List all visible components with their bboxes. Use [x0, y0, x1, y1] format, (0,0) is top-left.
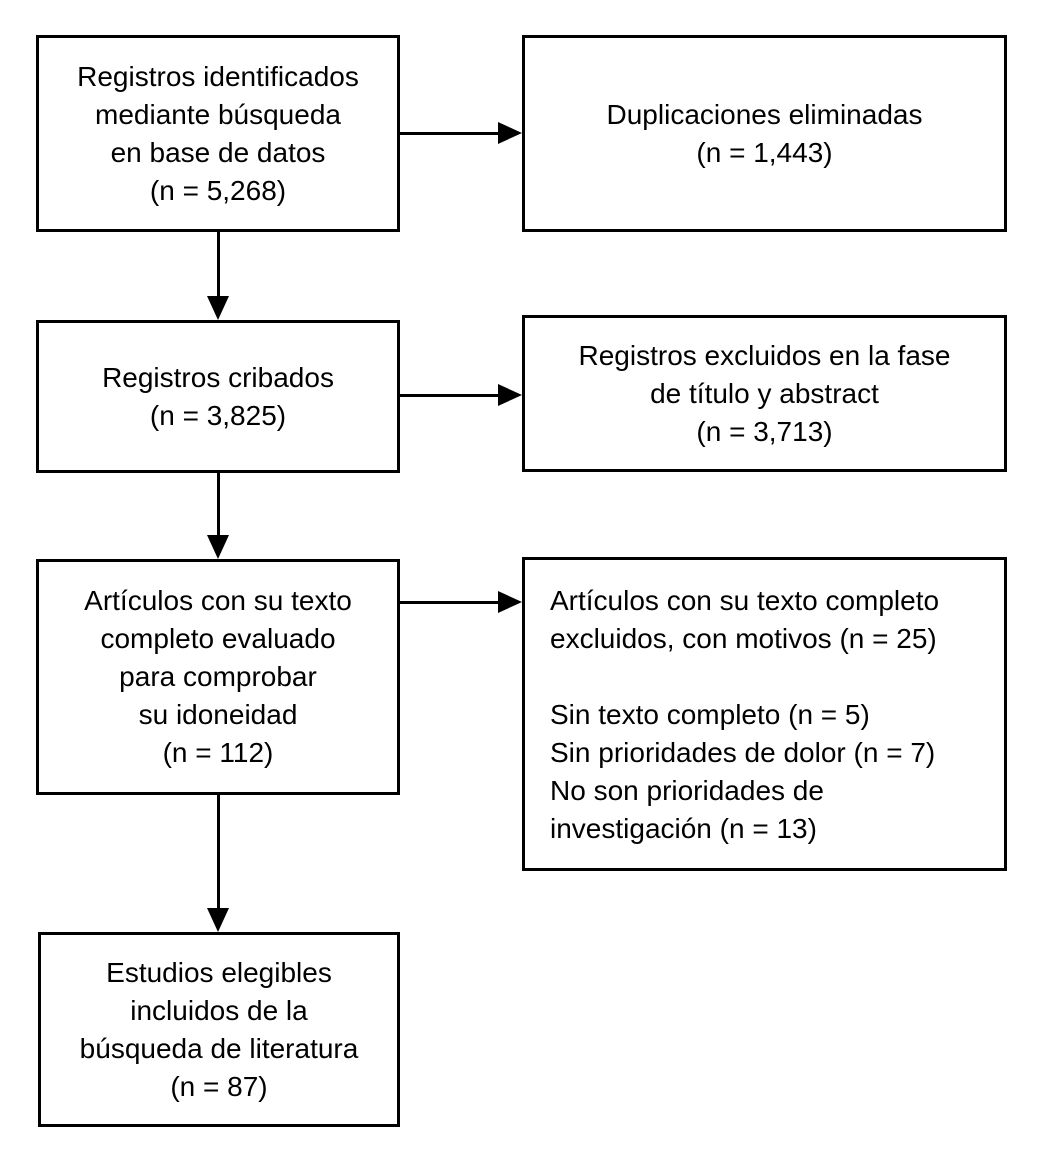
box-text-line: (n = 87)	[170, 1070, 268, 1102]
box-text-line: Registros cribados	[102, 361, 334, 393]
arrow-line	[217, 795, 220, 909]
box-text-line: mediante búsqueda	[95, 98, 341, 130]
box-text-line: Artículos con su texto	[84, 585, 352, 616]
box-text-line: Registros excluidos en la fase	[578, 339, 951, 371]
arrow-line	[400, 394, 500, 397]
box-text-line: Registros identificados	[77, 60, 359, 92]
box-records-screened: Registros cribados (n = 3,825)	[36, 320, 400, 473]
box-text-line: Sin prioridades de dolor (n = 7)	[550, 737, 936, 768]
box-text-line: su idoneidad	[138, 699, 298, 730]
box-fulltext-excluded: Artículos con su texto completo excluido…	[522, 557, 1007, 871]
arrowhead-right-icon	[498, 591, 522, 613]
box-text-line: (n = 5,268)	[149, 174, 287, 206]
box-fulltext-assessed: Artículos con su texto completo evaluado…	[36, 559, 400, 795]
box-text-line: Estudios elegibles	[106, 956, 332, 988]
box-text-line: excluidos, con motivos (n = 25)	[550, 623, 937, 654]
box-duplicates-removed: Duplicaciones eliminadas (n = 1,443)	[522, 35, 1007, 232]
box-text-line: (n = 1,443)	[696, 136, 833, 168]
arrow-line	[217, 473, 220, 536]
box-text-line: (n = 3,713)	[696, 415, 833, 447]
box-text-line: en base de datos	[110, 136, 326, 168]
box-text-line: (n = 3,825)	[149, 399, 287, 431]
box-text-line: búsqueda de literatura	[79, 1032, 359, 1064]
arrow-line	[217, 232, 220, 297]
box-text-line: incluidos de la	[130, 994, 308, 1026]
box-text-line	[550, 658, 992, 696]
box-text-line: No son prioridades de	[550, 775, 824, 806]
box-text-line: investigación (n = 13)	[550, 813, 817, 844]
box-text-line: Duplicaciones eliminadas	[606, 98, 923, 130]
arrow-line	[400, 132, 500, 135]
arrowhead-down-icon	[207, 908, 229, 932]
box-text-line: Artículos con su texto completo	[550, 585, 940, 616]
box-text-line: completo evaluado	[100, 623, 336, 654]
box-text-line: para comprobar	[119, 661, 317, 692]
box-text-line: de título y abstract	[650, 377, 879, 409]
arrowhead-right-icon	[498, 122, 522, 144]
box-excluded-title-abstract: Registros excluidos en la fase de título…	[522, 315, 1007, 472]
arrowhead-down-icon	[207, 535, 229, 559]
box-text-line: (n = 112)	[162, 737, 274, 768]
box-studies-included: Estudios elegibles incluidos de la búsqu…	[38, 932, 400, 1127]
arrowhead-down-icon	[207, 296, 229, 320]
arrow-line	[400, 601, 500, 604]
box-text-line: Sin texto completo (n = 5)	[550, 699, 870, 730]
box-records-identified: Registros identificados mediante búsqued…	[36, 35, 400, 232]
arrowhead-right-icon	[498, 384, 522, 406]
